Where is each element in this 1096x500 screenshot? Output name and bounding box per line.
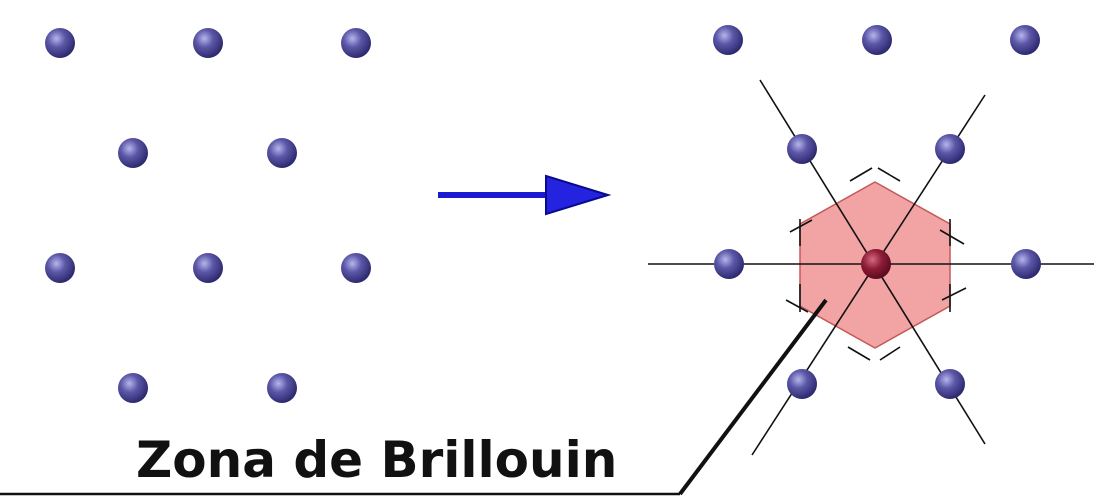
lattice-point [935,369,965,399]
lattice-point [1011,249,1041,279]
center-lattice-point [861,249,891,279]
lattice-point [193,253,223,283]
transform-arrow-icon [438,174,612,216]
lattice-point [1010,25,1040,55]
left-lattice [45,28,371,403]
lattice-point [118,138,148,168]
lattice-point [341,28,371,58]
right-lattice [648,25,1094,456]
caption-pointer-line [0,298,828,496]
lattice-point [193,28,223,58]
lattice-point [787,369,817,399]
lattice-point [862,25,892,55]
lattice-point [714,249,744,279]
lattice-point [267,373,297,403]
lattice-point [935,134,965,164]
lattice-point [118,373,148,403]
lattice-point [45,253,75,283]
lattice-point [341,253,371,283]
zone-caption: Zona de Brillouin [136,431,618,489]
lattice-point [713,25,743,55]
lattice-point [787,134,817,164]
lattice-point [267,138,297,168]
lattice-point [45,28,75,58]
